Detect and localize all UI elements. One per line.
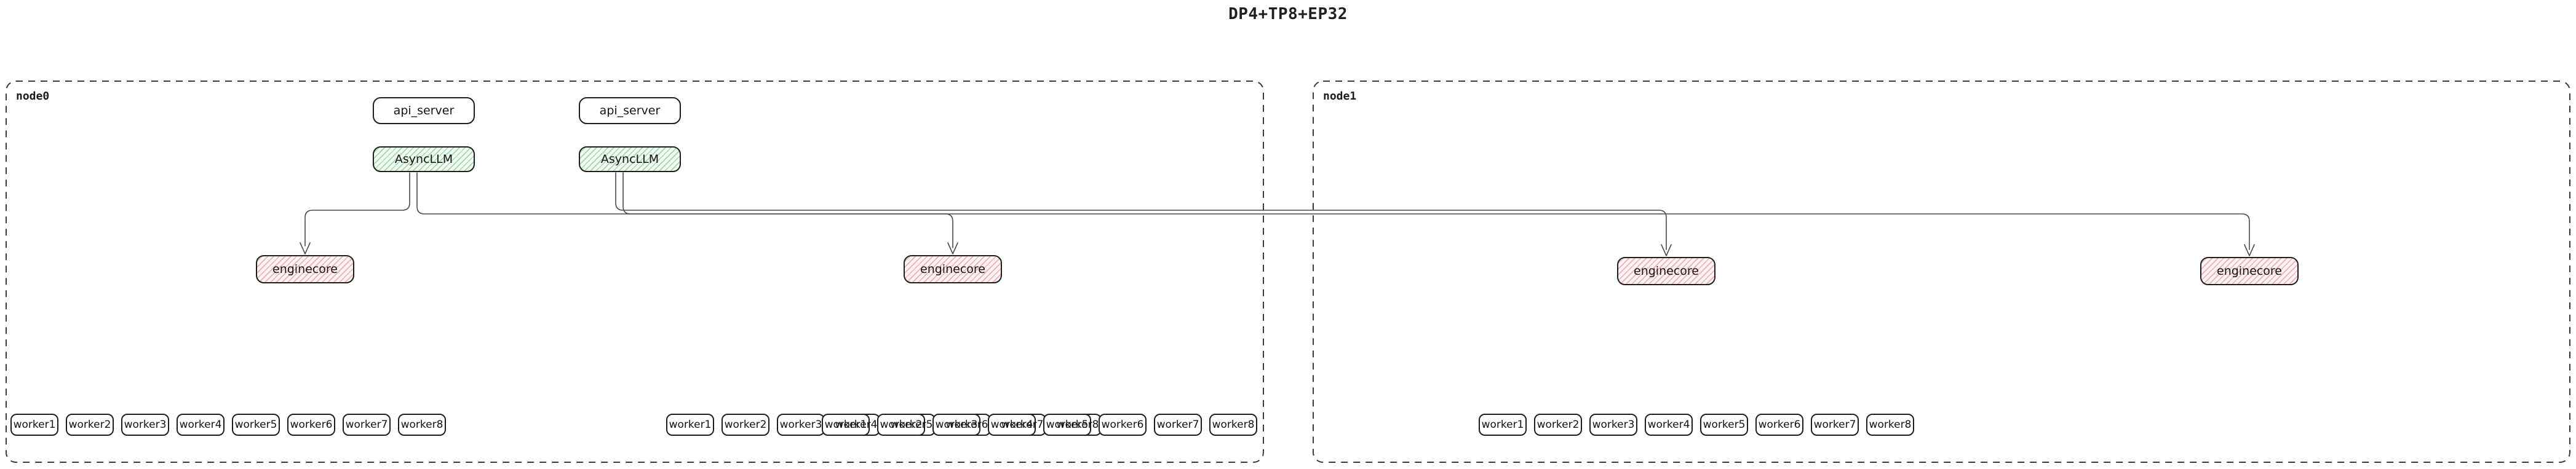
worker-box-node0-group0-3[interactable]: worker3	[121, 414, 169, 436]
worker-box-node1-group0-7-label: worker7	[1156, 419, 1199, 431]
connector-arrowhead-1	[300, 242, 311, 254]
worker-box-node0-group0-7-label: worker7	[345, 419, 388, 431]
worker-box-node0-group1-1[interactable]: worker1	[666, 414, 714, 436]
connector-path-3	[615, 172, 1667, 250]
enginecore-box-1-label: enginecore	[272, 262, 338, 276]
worker-box-node0-group1-2-label: worker2	[724, 419, 767, 431]
cluster-label-node0: node0	[16, 90, 50, 103]
cluster-outline-node0[interactable]	[6, 81, 1264, 463]
worker-box-node0-group0-2-label: worker2	[68, 419, 111, 431]
worker-box-node0-group0-5[interactable]: worker5	[232, 414, 280, 436]
worker-box-node1-group0-7[interactable]: worker7	[1154, 414, 1202, 436]
enginecore-box-2-label: enginecore	[920, 262, 985, 276]
enginecore-box-4-label: enginecore	[2217, 264, 2282, 278]
worker-box-node1-group1-1-label: worker1	[1481, 419, 1524, 431]
worker-box-node1-group0-4-label: worker4	[990, 419, 1033, 431]
worker-box-node1-group0-3-label: worker3	[935, 419, 978, 431]
worker-box-node1-group0-2-label: worker2	[880, 419, 923, 431]
async-llm-box-2-label: AsyncLLM	[600, 152, 659, 166]
worker-box-node0-group1-7-label: worker7	[1001, 419, 1044, 431]
worker-box-node1-group0-8-label: worker8	[1212, 419, 1255, 431]
worker-box-node1-group0-6-label: worker6	[1101, 419, 1144, 431]
worker-box-node0-group1-1-label: worker1	[669, 419, 712, 431]
worker-box-node0-group0-1-label: worker1	[13, 419, 56, 431]
worker-box-node1-group0-6[interactable]: worker6	[1099, 414, 1147, 436]
enginecore-box-2[interactable]: enginecore	[904, 255, 1002, 283]
worker-box-node1-group1-5-label: worker5	[1703, 419, 1746, 431]
worker-box-node0-group0-6-label: worker6	[290, 419, 333, 431]
worker-box-node0-group0-6[interactable]: worker6	[287, 414, 335, 436]
connector-arrowhead-3	[1661, 244, 1672, 256]
worker-box-node1-group1-5[interactable]: worker5	[1700, 414, 1748, 436]
worker-box-node0-group0-8[interactable]: worker8	[398, 414, 446, 436]
enginecore-box-1[interactable]: enginecore	[256, 255, 354, 283]
cluster-label-node1: node1	[1323, 90, 1357, 103]
api-server-box-2[interactable]: api_server	[579, 97, 681, 124]
worker-box-node1-group1-7[interactable]: worker7	[1811, 414, 1859, 436]
worker-box-node1-group0-5[interactable]: worker5	[1043, 414, 1091, 436]
worker-box-node1-group1-2[interactable]: worker2	[1534, 414, 1582, 436]
worker-box-node1-group1-2-label: worker2	[1536, 419, 1580, 431]
worker-box-node1-group1-1[interactable]: worker1	[1479, 414, 1527, 436]
worker-box-node1-group1-4[interactable]: worker4	[1645, 414, 1693, 436]
worker-box-node1-group0-1[interactable]: worker1	[822, 414, 870, 436]
diagram-title: DP4+TP8+EP32	[1228, 5, 1348, 23]
enginecore-box-4[interactable]: enginecore	[2200, 257, 2299, 285]
worker-box-node0-group0-7[interactable]: worker7	[343, 414, 391, 436]
worker-box-node1-group0-2[interactable]: worker2	[877, 414, 925, 436]
worker-box-node0-group0-5-label: worker5	[234, 419, 277, 431]
api-server-box-1-label: api_server	[393, 104, 455, 117]
worker-box-node1-group1-6[interactable]: worker6	[1755, 414, 1803, 436]
async-llm-box-2[interactable]: AsyncLLM	[579, 146, 681, 172]
worker-box-node1-group0-4[interactable]: worker4	[988, 414, 1036, 436]
connector-path-1	[304, 172, 410, 246]
worker-box-node1-group1-8-label: worker8	[1869, 419, 1912, 431]
worker-box-node0-group1-4-label: worker4	[835, 419, 878, 431]
worker-box-node1-group1-6-label: worker6	[1758, 419, 1801, 431]
cluster-outline-node1[interactable]	[1313, 81, 2570, 463]
worker-box-node1-group0-5-label: worker5	[1046, 419, 1089, 431]
worker-box-node0-group0-8-label: worker8	[400, 419, 443, 431]
worker-box-node1-group1-8[interactable]: worker8	[1866, 414, 1914, 436]
enginecore-box-3-label: enginecore	[1634, 264, 1699, 278]
enginecore-box-3[interactable]: enginecore	[1617, 257, 1715, 285]
worker-box-node0-group0-2[interactable]: worker2	[66, 414, 114, 436]
worker-box-node1-group0-3[interactable]: worker3	[932, 414, 980, 436]
worker-box-node1-group0-1-label: worker1	[824, 419, 867, 431]
worker-box-node0-group0-3-label: worker3	[124, 419, 167, 431]
worker-box-node1-group1-3[interactable]: worker3	[1589, 414, 1637, 436]
worker-box-node0-group1-6-label: worker6	[945, 419, 988, 431]
worker-box-node0-group1-5-label: worker5	[890, 419, 933, 431]
worker-box-node1-group1-4-label: worker4	[1647, 419, 1690, 431]
worker-box-node0-group1-2[interactable]: worker2	[722, 414, 769, 436]
api-server-box-1[interactable]: api_server	[373, 97, 475, 124]
connector-arrowhead-2	[947, 242, 958, 254]
worker-box-node1-group1-7-label: worker7	[1813, 419, 1856, 431]
worker-box-node0-group1-8-label: worker8	[1056, 419, 1099, 431]
worker-box-node0-group0-4[interactable]: worker4	[177, 414, 225, 436]
worker-box-node0-group1-3-label: worker3	[779, 419, 822, 431]
api-server-box-2-label: api_server	[599, 104, 661, 117]
worker-box-node1-group0-8[interactable]: worker8	[1209, 414, 1257, 436]
worker-box-node0-group1-3[interactable]: worker3	[777, 414, 825, 436]
async-llm-box-1[interactable]: AsyncLLM	[373, 146, 475, 172]
async-llm-box-1-label: AsyncLLM	[394, 152, 453, 166]
connector-path-4	[622, 172, 2250, 250]
worker-box-node1-group1-3-label: worker3	[1592, 419, 1635, 431]
worker-box-node0-group0-1[interactable]: worker1	[10, 414, 58, 436]
connector-arrowhead-4	[2244, 244, 2255, 256]
worker-box-node0-group0-4-label: worker4	[179, 419, 222, 431]
